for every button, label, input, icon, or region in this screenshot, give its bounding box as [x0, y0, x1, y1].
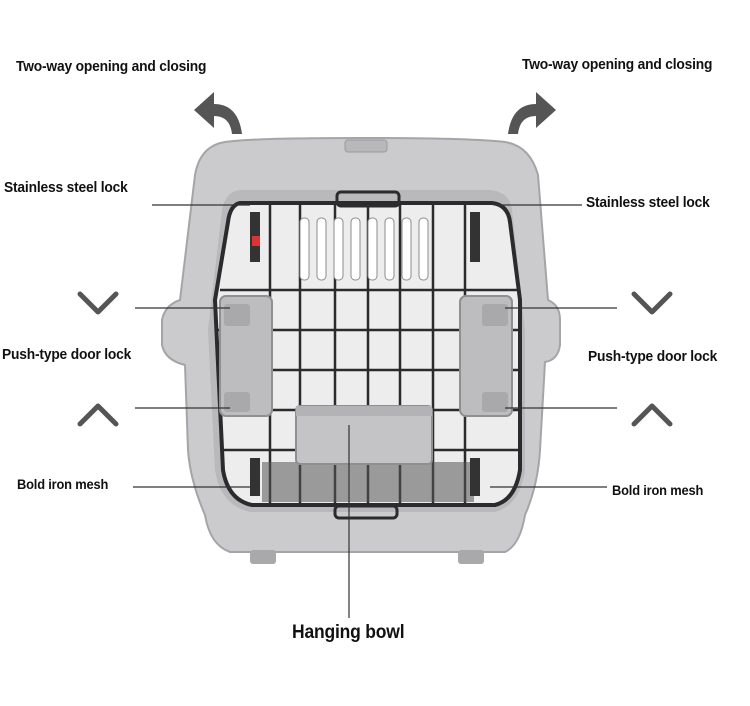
label-push-lock-right: Push-type door lock	[588, 348, 718, 365]
curved-arrow-icon-right	[508, 92, 556, 134]
curved-arrow-icon-left	[194, 92, 242, 134]
label-steel-lock-right: Stainless steel lock	[586, 194, 710, 211]
label-two-way-left: Two-way opening and closing	[16, 58, 207, 75]
leader-lines	[133, 204, 617, 618]
label-steel-lock-left: Stainless steel lock	[4, 179, 128, 196]
chevron-up-icon-right	[631, 403, 673, 427]
label-hanging-bowl: Hanging bowl	[292, 622, 405, 643]
chevron-up-icon-left	[77, 403, 119, 427]
label-two-way-right: Two-way opening and closing	[522, 56, 713, 73]
chevron-down-icon-right	[631, 291, 673, 315]
label-iron-mesh-right: Bold iron mesh	[612, 482, 704, 498]
hanging-bowl	[295, 405, 433, 465]
push-lock-right	[459, 295, 513, 417]
push-lock-left	[219, 295, 273, 417]
label-push-lock-left: Push-type door lock	[2, 346, 132, 363]
chevron-down-icon-left	[77, 291, 119, 315]
label-iron-mesh-left: Bold iron mesh	[17, 476, 109, 492]
